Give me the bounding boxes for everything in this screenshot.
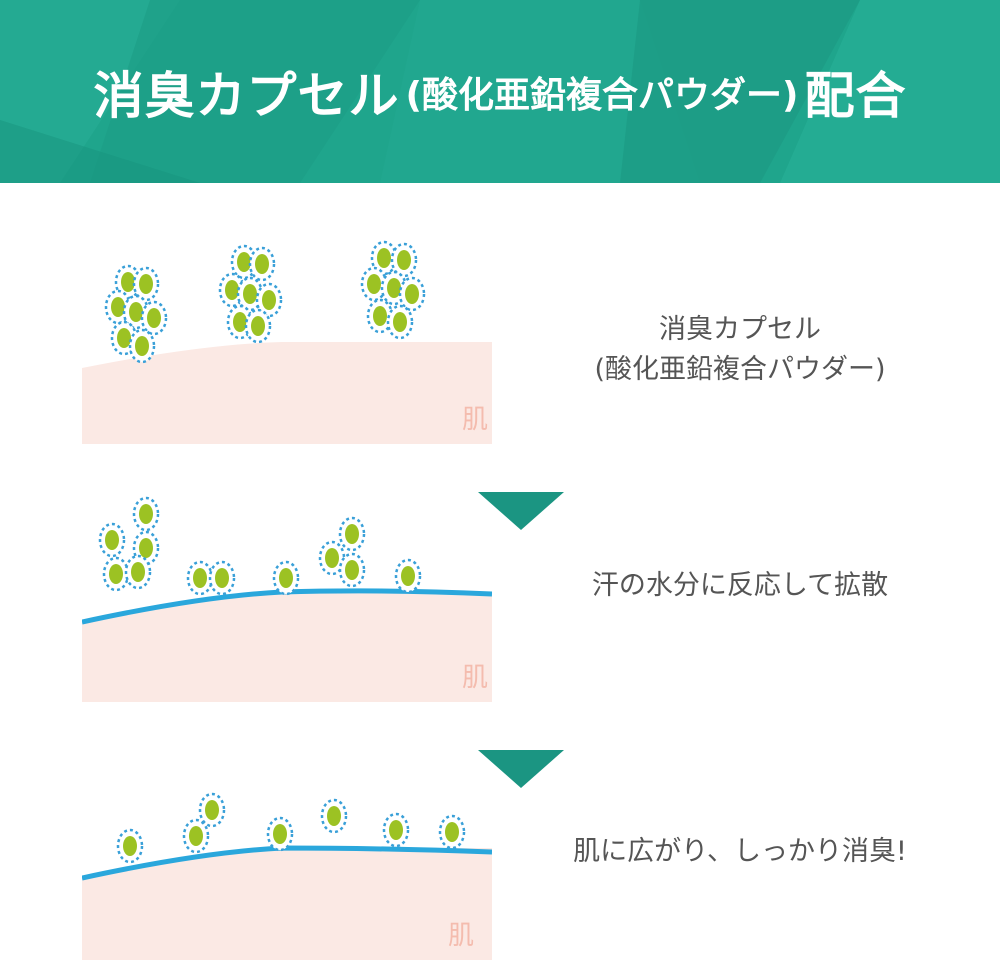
capsule — [208, 560, 236, 596]
down-arrow-icon — [478, 492, 564, 530]
capsule — [338, 516, 366, 552]
capsule — [140, 300, 168, 336]
capsule — [382, 812, 410, 848]
title-paren: (酸化亜鉛複合パウダー) — [405, 74, 799, 116]
capsule — [255, 282, 283, 318]
capsule-diagram-1: 肌 — [82, 240, 492, 444]
capsule — [390, 242, 418, 278]
capsule — [186, 560, 214, 596]
page-title: 消臭カプセル (酸化亜鉛複合パウダー) 配合 — [0, 0, 1000, 183]
capsule-cluster — [360, 240, 426, 340]
capsule — [248, 246, 276, 282]
skin-label: 肌 — [462, 405, 488, 435]
capsule — [272, 560, 300, 596]
capsule — [182, 818, 210, 854]
capsule — [338, 552, 366, 588]
capsule — [132, 496, 160, 532]
capsule — [132, 266, 160, 302]
skin-panel-3: 肌 — [82, 748, 492, 960]
step-2-caption: 汗の水分に反応して拡散 — [520, 566, 960, 606]
banner-background — [0, 0, 1000, 183]
capsule — [116, 828, 144, 864]
capsule-diagram-3: 肌 — [82, 792, 492, 960]
skin-panel-2: 肌 — [82, 490, 492, 702]
step-1-line2: (酸化亜鉛複合パウダー) — [594, 354, 886, 385]
capsule — [438, 814, 466, 850]
capsule — [122, 294, 150, 330]
capsule-diagram-2: 肌 — [82, 496, 492, 702]
capsule — [360, 266, 388, 302]
title-main: 消臭カプセル — [93, 66, 400, 125]
capsule — [386, 304, 414, 340]
step-1-line1: 消臭カプセル — [659, 314, 821, 345]
step-3-caption: 肌に広がり、しっかり消臭! — [520, 832, 960, 872]
capsule — [320, 798, 348, 834]
capsule — [266, 816, 294, 852]
down-arrow-icon — [478, 750, 564, 788]
step-1-caption: 消臭カプセル (酸化亜鉛複合パウダー) — [520, 310, 960, 390]
capsule — [394, 558, 422, 594]
step-3-line1: 肌に広がり、しっかり消臭! — [573, 836, 907, 867]
capsule — [98, 522, 126, 558]
capsule — [398, 276, 426, 312]
skin-label: 肌 — [462, 663, 488, 693]
capsule — [198, 792, 226, 828]
capsule-cluster — [104, 264, 168, 364]
title-end: 配合 — [804, 66, 907, 125]
skin-panel-1: 肌 — [82, 232, 492, 444]
capsule — [128, 328, 156, 364]
capsule — [124, 554, 152, 590]
capsule — [102, 556, 130, 592]
skin-label: 肌 — [448, 921, 474, 951]
header-banner: 消臭カプセル (酸化亜鉛複合パウダー) 配合 — [0, 0, 1000, 183]
capsule — [244, 308, 272, 344]
capsule-cluster — [218, 244, 283, 344]
step-2-line1: 汗の水分に反応して拡散 — [591, 570, 889, 601]
capsule — [370, 240, 398, 276]
